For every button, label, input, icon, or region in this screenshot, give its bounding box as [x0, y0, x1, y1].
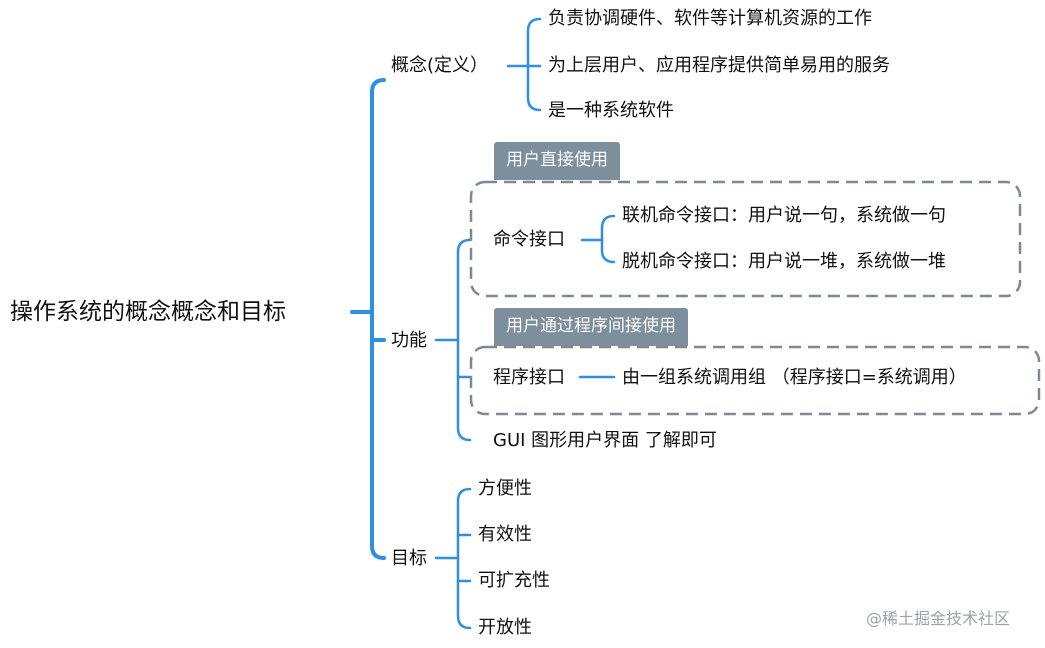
topic-function[interactable]: 功能 — [391, 330, 427, 351]
topic-program-interface[interactable]: 程序接口 — [493, 367, 565, 388]
cmd-bracket — [600, 214, 616, 264]
topic-concept[interactable]: 概念(定义） — [391, 55, 489, 76]
group-tag-direct: 用户直接使用 — [494, 142, 620, 180]
watermark: @稀土掘金技术社区 — [866, 609, 1011, 628]
concept-bracket — [526, 17, 542, 112]
function-bracket — [456, 238, 472, 442]
main-spine — [370, 78, 386, 560]
concept-item[interactable]: 为上层用户、应用程序提供简单易用的服务 — [548, 55, 890, 76]
group-tag-indirect: 用户通过程序间接使用 — [494, 308, 688, 346]
goal-item[interactable]: 可扩充性 — [478, 570, 550, 591]
topic-goal[interactable]: 目标 — [391, 548, 427, 569]
root-topic[interactable]: 操作系统的概念概念和目标 — [10, 299, 286, 325]
goal-item[interactable]: 方便性 — [478, 478, 532, 499]
command-item[interactable]: 联机命令接口：用户说一句，系统做一句 — [622, 205, 946, 226]
group-frame-indirect — [469, 345, 1041, 416]
command-item[interactable]: 脱机命令接口：用户说一堆，系统做一堆 — [622, 251, 946, 272]
goal-item[interactable]: 开放性 — [478, 617, 532, 638]
group-frame-direct — [469, 180, 1022, 298]
topic-command-interface[interactable]: 命令接口 — [493, 229, 565, 250]
concept-item[interactable]: 是一种系统软件 — [548, 100, 674, 121]
topic-gui[interactable]: GUI 图形用户界面 了解即可 — [493, 430, 717, 451]
goal-bracket — [456, 487, 472, 630]
concept-item[interactable]: 负责协调硬件、软件等计算机资源的工作 — [548, 8, 872, 29]
goal-item[interactable]: 有效性 — [478, 524, 532, 545]
program-item[interactable]: 由一组系统调用组 （程序接口=系统调用） — [622, 367, 967, 388]
